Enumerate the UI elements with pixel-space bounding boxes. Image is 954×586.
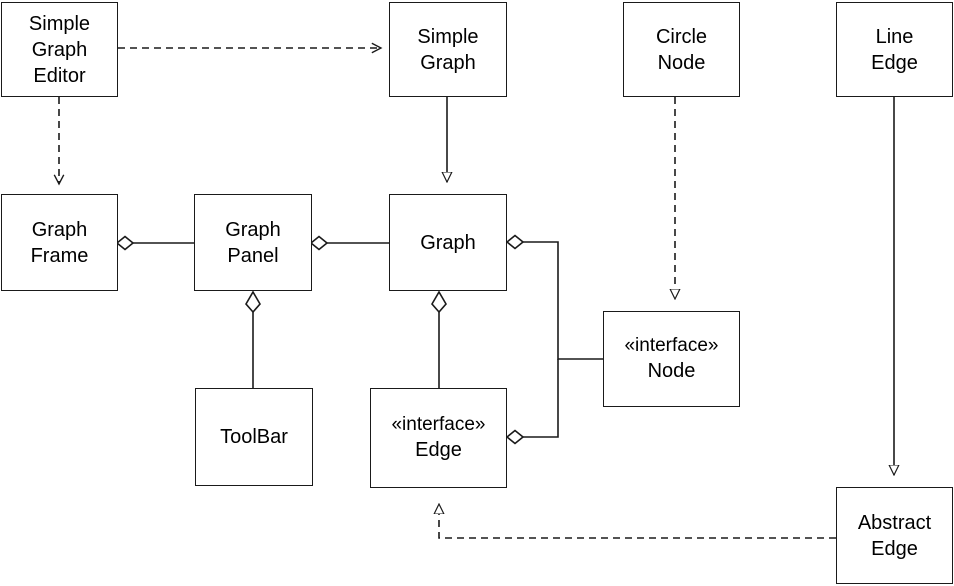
edge-abstractedge-realizes-edge [439, 504, 836, 539]
class-box-edge-interface[interactable]: «interface» Edge [370, 388, 507, 488]
class-name-line: Simple [417, 25, 479, 48]
class-name-line: Graph [420, 231, 476, 254]
class-box-simple-graph[interactable]: Simple Graph [389, 2, 507, 97]
class-box-graph-panel[interactable]: Graph Panel [194, 194, 312, 291]
class-name-line: Graph [225, 218, 281, 241]
class-name-line: Edge [871, 537, 918, 560]
edge-edge-aggregates-node [523, 359, 559, 438]
class-name-line: Graph [420, 51, 476, 74]
class-name-line: ToolBar [220, 426, 288, 448]
class-name-line: Graph [31, 218, 88, 241]
class-box-simple-graph-editor[interactable]: Simple Graph Editor [1, 2, 118, 97]
diamond-graph-node-aggregation [505, 234, 525, 250]
class-box-circle-node[interactable]: Circle Node [623, 2, 740, 97]
stereotype-label: «interface» [391, 413, 486, 435]
class-name-line: Graph [31, 38, 88, 61]
class-name-line: Simple [28, 12, 91, 35]
edge-graph-aggregates-node [523, 241, 603, 360]
diamond-graphpanel-aggregation [309, 235, 329, 251]
class-name-line: Node [647, 360, 696, 383]
diamond-graph-edge-aggregation [431, 290, 447, 314]
class-name-line: Frame [30, 244, 89, 267]
class-name-line: Edge [415, 439, 462, 462]
class-box-toolbar[interactable]: ToolBar [195, 388, 313, 486]
diamond-graphframe-aggregation [115, 235, 135, 251]
class-box-node-interface[interactable]: «interface» Node [603, 311, 740, 407]
diamond-graphpanel-toolbar-aggregation [245, 290, 261, 314]
class-box-abstract-edge[interactable]: Abstract Edge [836, 487, 953, 584]
class-name-line: Abstract [857, 511, 932, 534]
class-name-line: Editor [33, 64, 86, 87]
class-name-line: Circle [655, 25, 708, 48]
class-box-graph[interactable]: Graph [389, 194, 507, 291]
diamond-edge-node-aggregation [505, 429, 525, 445]
class-box-graph-frame[interactable]: Graph Frame [1, 194, 118, 291]
class-name-line: Edge [871, 51, 918, 74]
stereotype-label: «interface» [624, 334, 719, 356]
class-name-line: Panel [227, 244, 279, 267]
class-name-line: Node [657, 51, 706, 74]
class-box-line-edge[interactable]: Line Edge [836, 2, 953, 97]
class-name-line: Line [875, 25, 914, 48]
